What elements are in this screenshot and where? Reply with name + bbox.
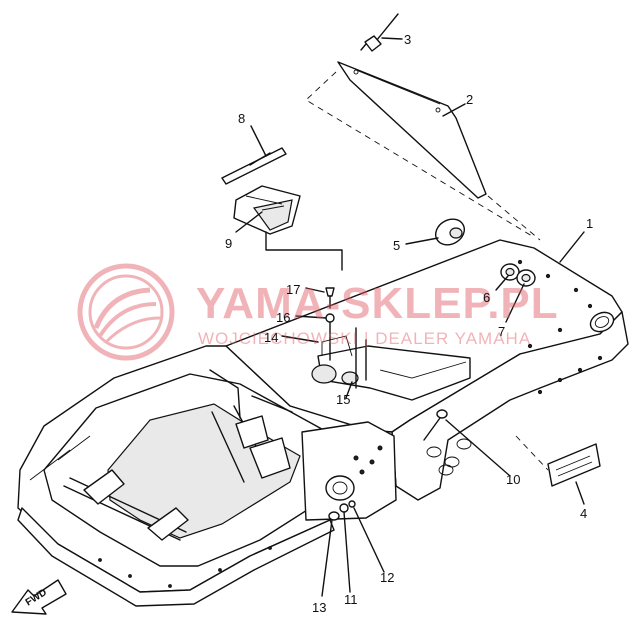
callout-1: 1 <box>586 216 593 231</box>
leader-17 <box>305 287 325 293</box>
side-holes <box>426 438 472 476</box>
part-17-screw <box>325 287 335 309</box>
dashed-guide-2 <box>305 71 541 241</box>
part-1-frame <box>225 239 629 501</box>
leader-4 <box>575 481 585 505</box>
callout-8: 8 <box>238 111 245 126</box>
steering-plate <box>301 421 397 521</box>
part-8-strap <box>221 147 287 185</box>
watermark: YAMA-SKLEP.PL WOJCIECHOWSKI | DEALER YAM… <box>77 263 559 361</box>
box-drop-line <box>265 231 343 271</box>
callout-numbers: 1 2 3 4 5 6 7 8 9 10 11 12 13 14 15 16 1… <box>225 32 593 615</box>
deck-rivets <box>517 259 603 395</box>
part-11-nut <box>339 503 349 513</box>
callout-11: 11 <box>344 592 358 607</box>
leader-12 <box>353 507 385 573</box>
part-14-15-mount <box>329 319 367 389</box>
leader-11 <box>343 511 351 593</box>
leader-13 <box>321 519 333 597</box>
front-direction-marker: FWD <box>11 579 67 615</box>
part-3-screw <box>360 13 399 52</box>
callout-3: 3 <box>404 32 411 47</box>
callout-16: 16 <box>276 310 290 325</box>
part-9-box <box>233 185 301 235</box>
callout-17: 17 <box>286 282 300 297</box>
callout-7: 7 <box>498 324 505 339</box>
watermark-logo <box>77 263 175 361</box>
leader-16 <box>295 315 327 319</box>
watermark-subtitle: WOJCIECHOWSKI | DEALER YAMAHA <box>198 329 531 348</box>
leader-7 <box>505 283 525 323</box>
callout-9: 9 <box>225 236 232 251</box>
leader-10 <box>445 419 511 477</box>
part-7-grommet <box>516 269 536 287</box>
leader-1 <box>559 231 585 263</box>
front-body <box>17 345 397 607</box>
part-13-bolt <box>328 511 340 521</box>
callout-14: 14 <box>264 330 278 345</box>
callout-10: 10 <box>506 472 520 487</box>
part-12-washer <box>348 500 356 508</box>
callout-12: 12 <box>380 570 394 585</box>
callout-15: 15 <box>336 392 350 407</box>
dashed-guide-4 <box>515 435 549 471</box>
callout-4: 4 <box>580 506 587 521</box>
leader-8 <box>250 125 267 157</box>
leader-5 <box>405 237 439 245</box>
leader-9 <box>235 211 263 233</box>
leader-14 <box>281 335 319 343</box>
callout-6: 6 <box>483 290 490 305</box>
leader-2 <box>442 103 466 117</box>
leader-3 <box>381 37 403 40</box>
part-5-grommet <box>434 218 466 246</box>
part-4-label <box>547 443 601 487</box>
callout-5: 5 <box>393 238 400 253</box>
callout-13: 13 <box>312 600 326 615</box>
callout-2: 2 <box>466 92 473 107</box>
leader-6 <box>495 275 509 291</box>
leader-15 <box>345 381 353 399</box>
part-2-cover-plate <box>337 61 487 199</box>
watermark-title: YAMA-SKLEP.PL <box>196 279 559 328</box>
part-6-grommet <box>500 263 520 281</box>
part-10-screw <box>423 409 448 441</box>
